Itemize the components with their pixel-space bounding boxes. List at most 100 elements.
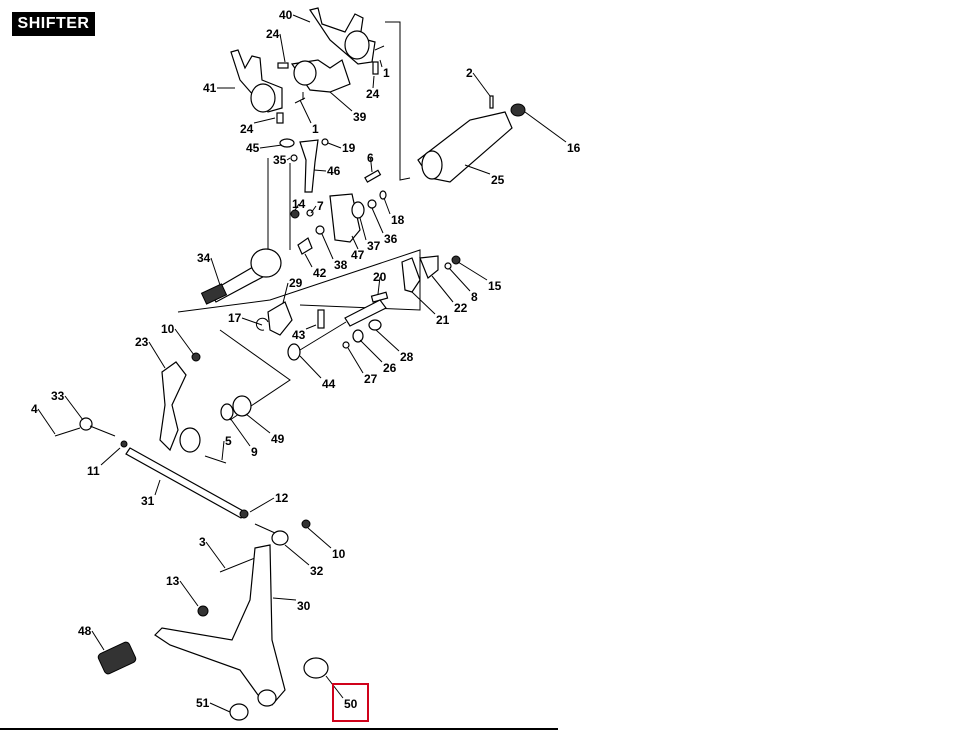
leader-line-48 [91, 630, 105, 651]
callout-23: 23 [135, 335, 149, 349]
callout-5: 5 [225, 434, 232, 448]
callout-10: 10 [161, 322, 175, 336]
leader-line-6 [370, 157, 373, 173]
callout-51: 51 [196, 696, 210, 710]
callout-17: 17 [228, 311, 242, 325]
callout-6: 6 [367, 151, 374, 165]
leader-line-51 [209, 702, 231, 713]
callout-46: 46 [327, 164, 341, 178]
leader-line-44 [299, 355, 322, 379]
callout-leader-lines [37, 14, 567, 713]
section-title: SHIFTER [12, 12, 95, 36]
leader-line-29 [282, 282, 289, 304]
callout-21: 21 [436, 313, 450, 327]
callout-27: 27 [364, 372, 378, 386]
leader-line-34 [210, 257, 221, 286]
callout-19: 19 [342, 141, 356, 155]
callout-16: 16 [567, 141, 581, 155]
callout-3: 3 [199, 535, 206, 549]
callout-15: 15 [488, 279, 502, 293]
leader-line-23 [148, 341, 166, 369]
callout-28: 28 [400, 350, 414, 364]
leader-line-22 [431, 275, 454, 303]
leader-line-7 [310, 205, 317, 214]
highlight-box [332, 683, 369, 722]
leader-line-3 [205, 541, 226, 569]
callout-24: 24 [366, 87, 380, 101]
leader-line-42 [304, 253, 313, 268]
callout-31: 31 [141, 494, 155, 508]
leader-line-24 [279, 33, 286, 63]
callout-36: 36 [384, 232, 398, 246]
leader-line-49 [245, 413, 271, 434]
shift-arm-23 [159, 361, 187, 452]
callout-29: 29 [289, 276, 303, 290]
leader-line-2 [472, 72, 491, 97]
leader-line-18 [383, 197, 391, 215]
leader-line-28 [375, 329, 400, 352]
leader-line-47 [351, 235, 359, 250]
callout-8: 8 [471, 290, 478, 304]
leader-line-1 [379, 59, 383, 68]
callout-47: 47 [351, 248, 365, 262]
callout-12: 12 [275, 491, 289, 505]
leader-line-17 [241, 317, 263, 326]
callout-13: 13 [166, 574, 180, 588]
callout-30: 30 [297, 599, 311, 613]
callout-35: 35 [273, 153, 287, 167]
leader-line-8 [448, 267, 471, 292]
callout-37: 37 [367, 239, 381, 253]
callout-40: 40 [279, 8, 293, 22]
leader-line-24 [372, 75, 375, 89]
callout-9: 9 [251, 445, 258, 459]
leader-line-33 [64, 395, 84, 421]
leader-line-10 [174, 328, 195, 356]
leader-line-10 [307, 527, 332, 549]
leader-line-43 [305, 324, 317, 330]
shift-rod-31 [125, 447, 246, 519]
callout-33: 33 [51, 389, 65, 403]
callout-42: 42 [313, 266, 327, 280]
callout-14: 14 [292, 197, 306, 211]
leader-line-38 [321, 233, 334, 260]
callout-34: 34 [197, 251, 211, 265]
leader-line-31 [154, 479, 161, 496]
leader-line-50 [325, 675, 344, 699]
leader-line-13 [179, 580, 199, 607]
callout-49: 49 [271, 432, 285, 446]
leader-line-30 [272, 597, 297, 601]
leader-line-27 [347, 347, 364, 374]
callout-44: 44 [322, 377, 336, 391]
leader-line-11 [100, 447, 121, 466]
leader-line-26 [359, 339, 383, 363]
callout-1: 1 [383, 66, 390, 80]
callout-45: 45 [246, 141, 260, 155]
leader-line-36 [371, 207, 384, 234]
leader-line-5 [221, 440, 225, 461]
callout-39: 39 [353, 110, 367, 124]
callout-48: 48 [78, 624, 92, 638]
callout-18: 18 [391, 213, 405, 227]
shifter-lever-30 [154, 544, 286, 706]
leader-line-19 [327, 142, 342, 149]
callout-22: 22 [454, 301, 468, 315]
part-drawings [54, 7, 526, 721]
leader-line-24 [253, 117, 276, 124]
leader-line-21 [411, 291, 436, 315]
callout-2: 2 [466, 66, 473, 80]
leader-line-4 [37, 408, 56, 435]
leader-line-9 [229, 417, 251, 447]
leader-line-14 [294, 203, 300, 211]
callout-38: 38 [334, 258, 348, 272]
leader-line-32 [284, 544, 310, 566]
leader-line-20 [377, 276, 381, 295]
callout-7: 7 [317, 199, 324, 213]
callout-24: 24 [266, 27, 280, 41]
leader-line-12 [249, 497, 275, 513]
leader-line-37 [359, 217, 367, 241]
callout-43: 43 [292, 328, 306, 342]
leader-line-1 [299, 99, 312, 124]
callout-4: 4 [31, 402, 38, 416]
